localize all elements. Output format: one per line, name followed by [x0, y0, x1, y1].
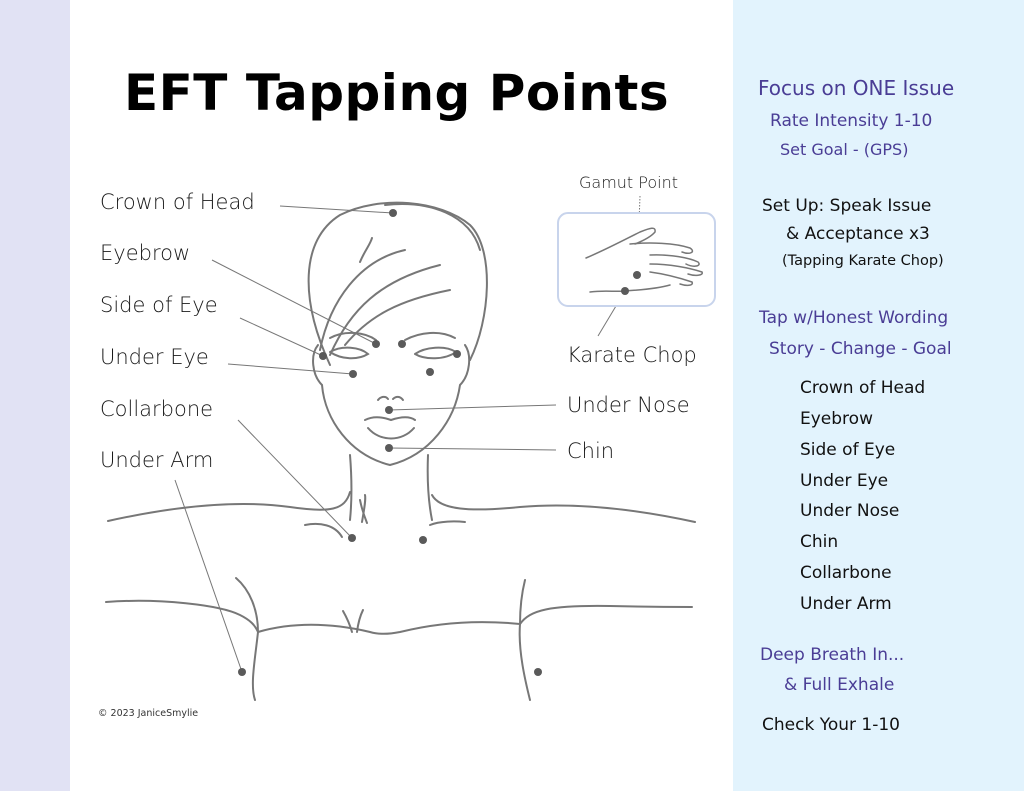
- label-collarbone: Collarbone: [100, 397, 214, 421]
- sequence-item: Under Nose: [800, 501, 900, 521]
- panel-breath-in: Deep Breath In...: [760, 645, 905, 665]
- sequence-item: Under Eye: [800, 471, 889, 491]
- label-side-of-eye: Side of Eye: [100, 293, 218, 317]
- label-under-arm: Under Arm: [100, 448, 214, 472]
- left-margin-band: [0, 0, 70, 791]
- sequence-item: Under Arm: [800, 594, 892, 614]
- panel-setup-2: & Acceptance x3: [786, 224, 930, 244]
- panel-setup-1: Set Up: Speak Issue: [762, 196, 932, 216]
- label-under-nose: Under Nose: [567, 393, 690, 417]
- sequence-item: Side of Eye: [800, 440, 896, 460]
- label-gamut-point: Gamut Point: [579, 173, 679, 192]
- face-illustration: [105, 195, 716, 701]
- label-eyebrow: Eyebrow: [100, 241, 191, 265]
- panel-breath-out: & Full Exhale: [784, 675, 895, 695]
- label-chin: Chin: [567, 439, 615, 463]
- instructions-panel: [733, 0, 1024, 791]
- panel-tap: Tap w/Honest Wording: [759, 308, 949, 328]
- page-title: EFT Tapping Points: [124, 64, 670, 122]
- sequence-item: Collarbone: [800, 563, 892, 583]
- sequence-item: Chin: [800, 532, 839, 552]
- diagram-area: [70, 0, 733, 791]
- copyright: © 2023 JaniceSmylie: [98, 708, 199, 719]
- label-karate-chop: Karate Chop: [567, 343, 697, 367]
- sequence-item: Crown of Head: [800, 378, 926, 398]
- panel-check: Check Your 1-10: [762, 715, 900, 735]
- panel-focus: Focus on ONE Issue: [758, 76, 955, 100]
- label-crown-of-head: Crown of Head: [100, 190, 255, 214]
- panel-goal: Set Goal - (GPS): [780, 140, 909, 159]
- sequence-item: Eyebrow: [800, 409, 873, 429]
- panel-story: Story - Change - Goal: [769, 339, 952, 359]
- panel-setup-3: (Tapping Karate Chop): [782, 253, 944, 269]
- panel-rate: Rate Intensity 1-10: [770, 111, 933, 131]
- label-under-eye: Under Eye: [100, 345, 209, 369]
